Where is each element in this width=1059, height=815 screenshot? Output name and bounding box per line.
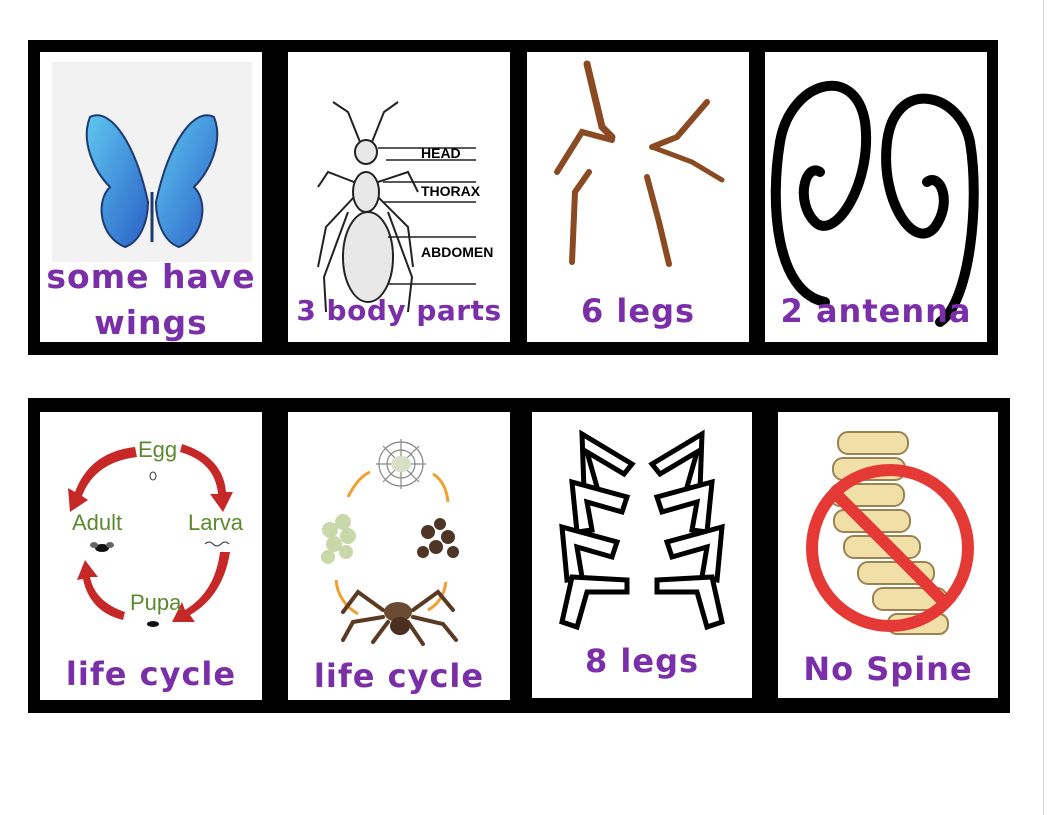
caption-wings: some have wings <box>40 254 262 342</box>
arrow-icon <box>172 552 230 622</box>
card-six-legs: 6 legs <box>527 52 749 342</box>
caption-six-legs: 6 legs <box>580 292 696 330</box>
arrow-icon <box>432 472 450 503</box>
no-sign-icon <box>806 464 974 632</box>
label-adult: Adult <box>72 510 122 535</box>
arrow-icon <box>77 560 125 620</box>
arrow-icon <box>427 581 448 612</box>
antenna-icon <box>770 80 979 327</box>
page-edge <box>1043 0 1044 815</box>
caption-insect-life-cycle: life cycle <box>65 655 237 693</box>
insect-diagram-icon: HEAD THORAX ABDOMEN <box>317 101 493 313</box>
label-pupa: Pupa <box>130 590 182 615</box>
spider-life-cycle-icon <box>321 439 459 646</box>
arrow-icon <box>68 447 137 512</box>
card-body-parts: HEAD THORAX ABDOMEN 3 body parts <box>288 52 510 342</box>
label-thorax: THORAX <box>421 183 481 199</box>
caption-antenna: 2 antenna <box>780 292 972 330</box>
card-wings: some have wings <box>40 52 262 342</box>
label-larva: Larva <box>188 510 244 535</box>
arrow-icon <box>346 470 371 498</box>
card-no-spine: No Spine <box>778 412 998 698</box>
arrow-icon <box>180 444 233 512</box>
card-eight-legs: 8 legs <box>532 412 752 698</box>
spine-no-sign-icon <box>806 431 974 635</box>
card-spider-life-cycle: life cycle <box>288 412 510 700</box>
caption-eight-legs: 8 legs <box>584 642 700 680</box>
arrow-icon <box>334 579 359 616</box>
caption-line: some have <box>46 257 256 296</box>
card-antenna: 2 antenna <box>765 52 987 342</box>
card-insect-life-cycle: Egg Larva Pupa Adult life cycle <box>40 412 262 700</box>
caption-line: wings <box>94 303 208 342</box>
insect-legs-icon <box>554 60 725 267</box>
label-egg: Egg <box>138 437 177 462</box>
insect-life-cycle-icon: Egg Larva Pupa Adult <box>68 437 244 627</box>
label-abdomen: ABDOMEN <box>421 244 493 260</box>
label-head: HEAD <box>421 145 461 161</box>
caption-spider-life-cycle: life cycle <box>313 657 485 695</box>
butterfly-icon <box>52 62 252 262</box>
caption-body-parts: 3 body parts <box>296 294 502 327</box>
spider-legs-icon <box>559 429 725 631</box>
caption-no-spine: No Spine <box>803 650 973 688</box>
